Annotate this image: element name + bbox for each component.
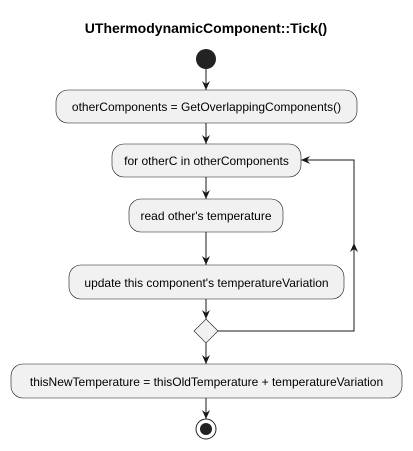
arrowhead-a5 [202,355,210,364]
activity-compute-new-temperature: thisNewTemperature = thisOldTemperature … [10,363,403,399]
activity-for-loop: for otherC in otherComponents [111,143,302,178]
loop-back-path [218,159,355,332]
loop-decision-diamond [193,318,219,344]
arrowhead-a4 [202,256,210,265]
arrowhead-a3 [202,190,210,199]
arrowhead-end [202,410,210,419]
arrowhead-decision [202,310,210,319]
activity-label: thisNewTemperature = thisOldTemperature … [30,375,383,389]
activity-read-temperature: read other's temperature [128,198,284,233]
activity-label: update this component's temperatureVaria… [84,276,328,290]
activity-label: read other's temperature [140,209,271,223]
start-node [196,49,216,69]
arrowhead-a2 [202,135,210,144]
arrowhead-loop-up [350,243,358,252]
activity-label: otherComponents = GetOverlappingComponen… [72,100,341,114]
activity-update-variation: update this component's temperatureVaria… [68,264,345,300]
end-node-dot [200,423,212,435]
arrowhead-a1 [202,81,210,90]
activity-label: for otherC in otherComponents [124,154,289,168]
end-node-ring [195,418,217,440]
end-node [195,418,217,440]
arrowhead-loop-left [301,156,310,164]
activity-get-overlapping: otherComponents = GetOverlappingComponen… [55,89,358,124]
diagram-title: UThermodynamicComponent::Tick() [85,20,327,36]
